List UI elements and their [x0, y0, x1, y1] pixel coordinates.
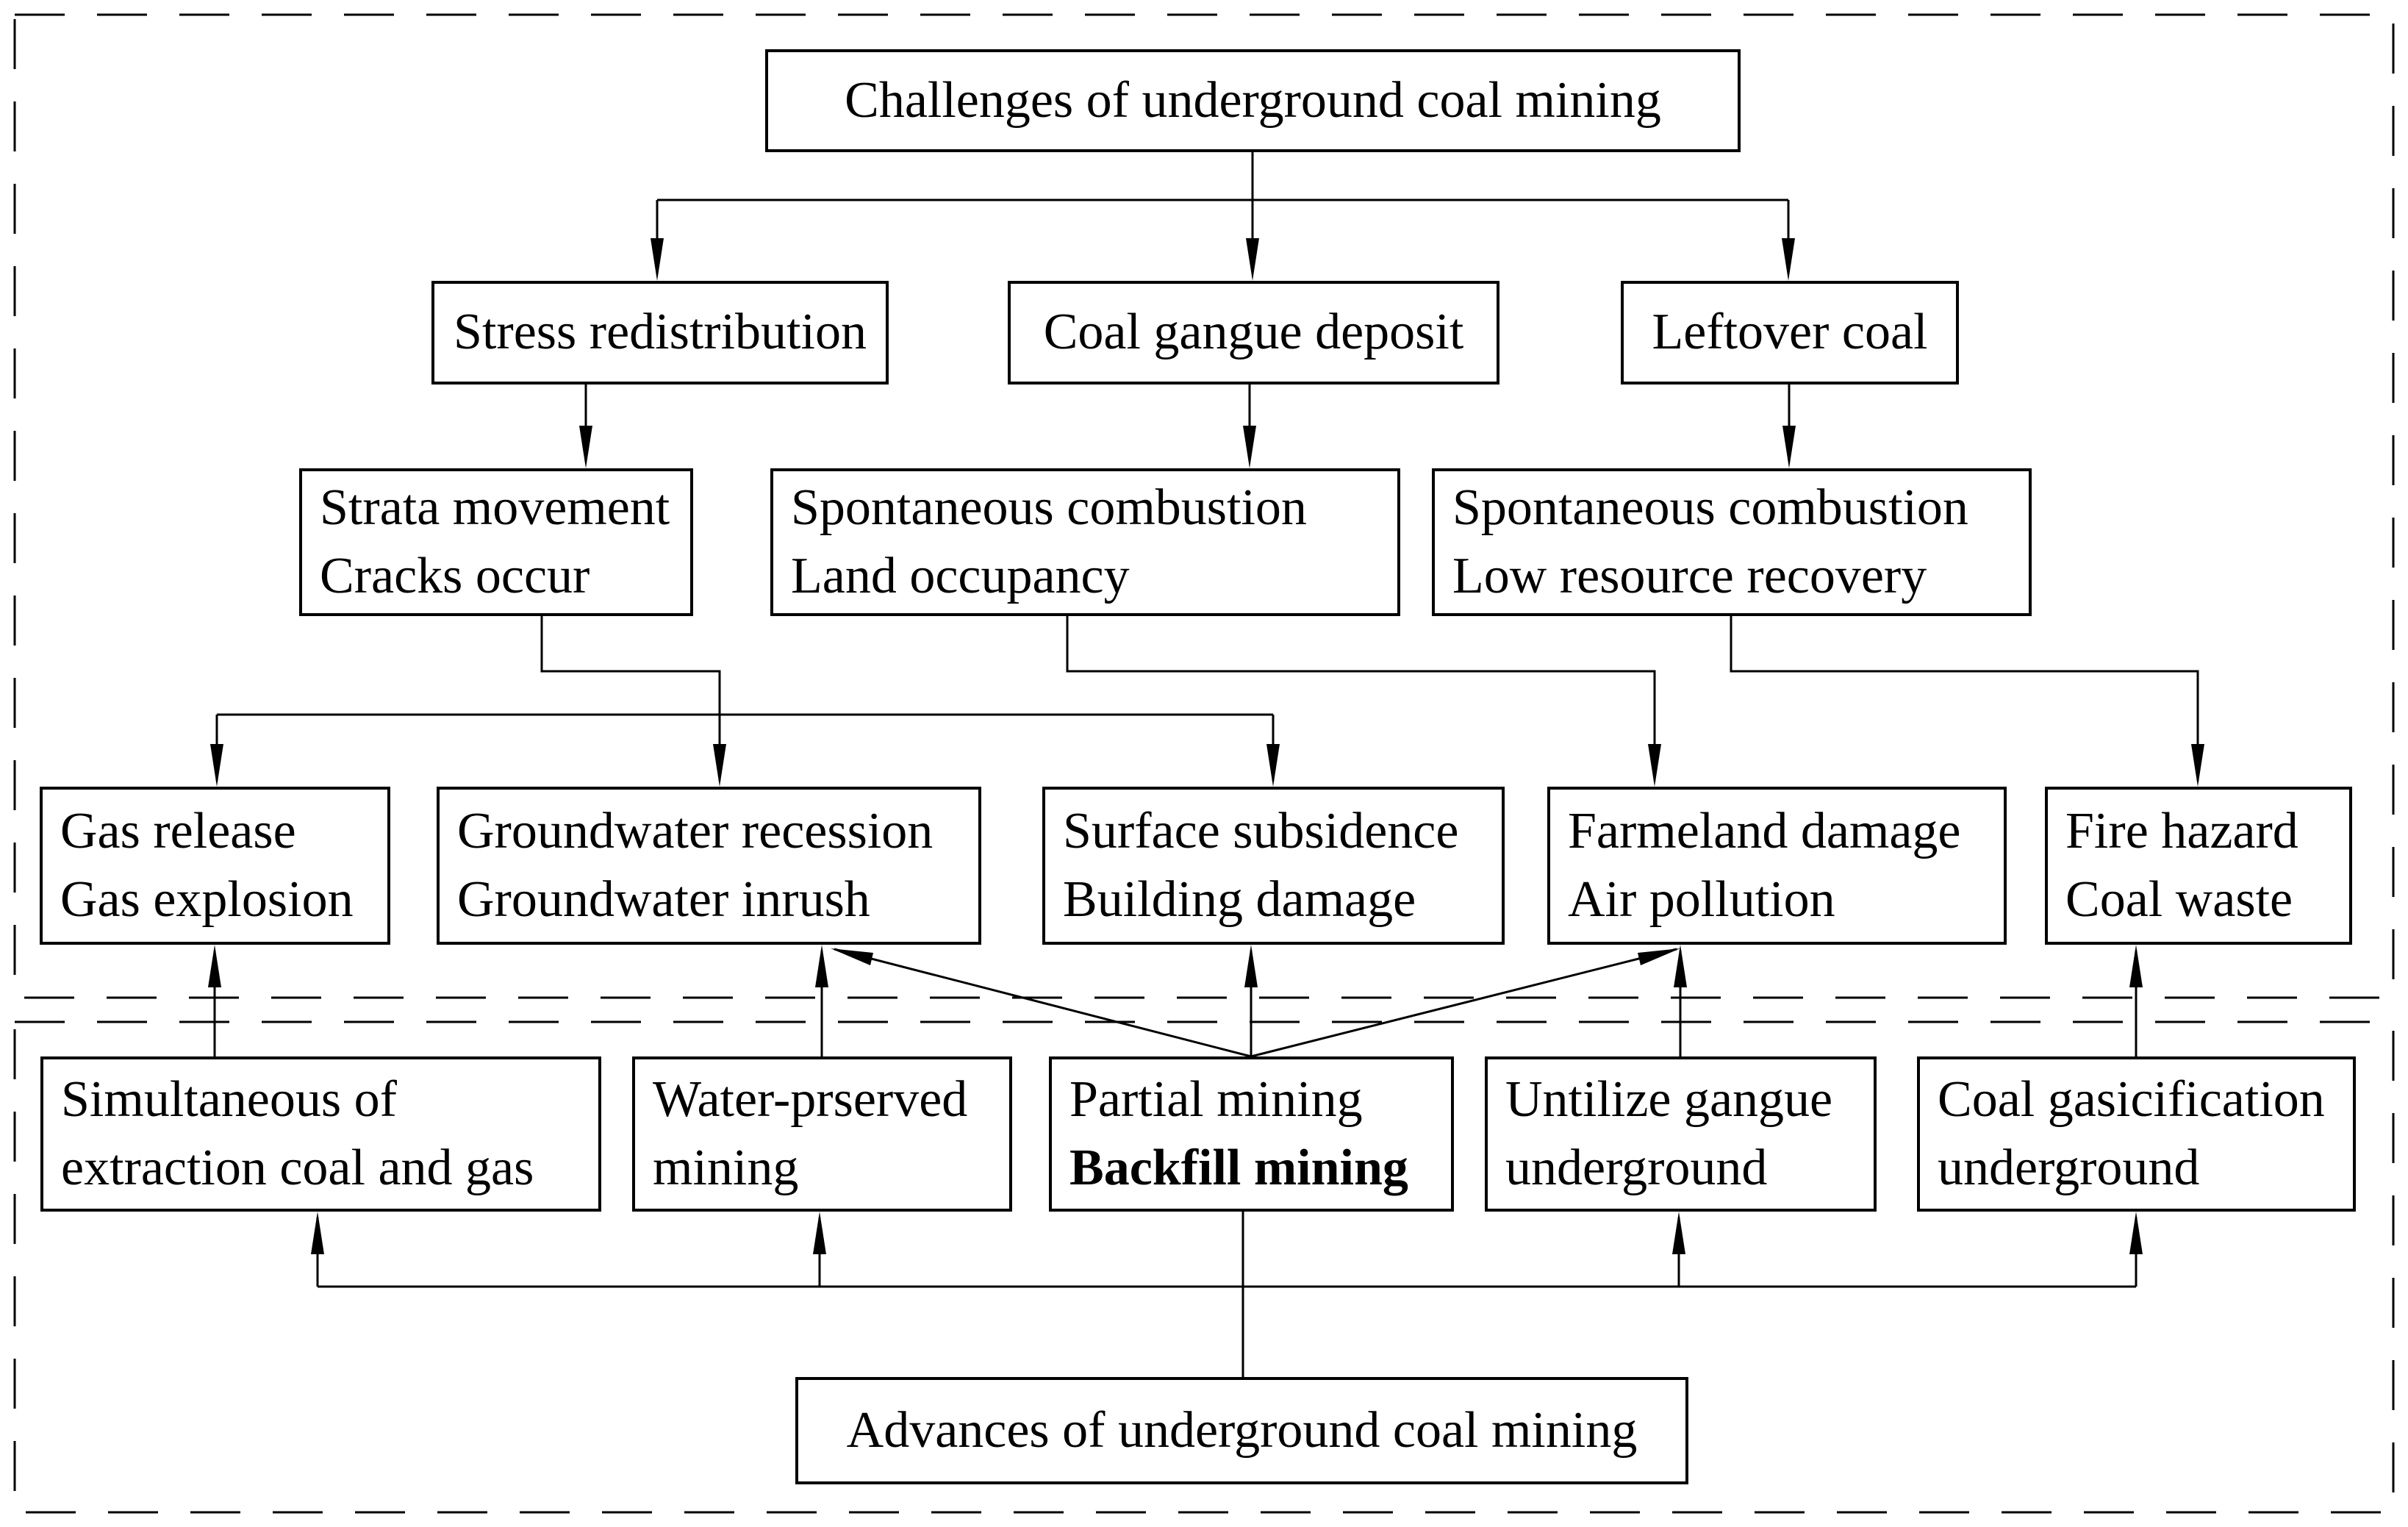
arrow-down-spont-land: [1243, 426, 1256, 468]
arrow-up-diag-farmland: [1638, 948, 1680, 965]
box-farmland-damage: Farmeland damage Air pollution: [1547, 787, 2007, 945]
arrow-up-gas: [208, 945, 221, 987]
box-strata-line2: Cracks occur: [320, 547, 590, 604]
box-fire-line1: Fire hazard: [2065, 803, 2298, 860]
connector-partial-groundwater: [834, 948, 1252, 1058]
box-gasification-line2: underground: [1938, 1139, 2200, 1196]
box-groundwater: Groundwater recession Groundwater inrush: [437, 787, 981, 945]
arrow-up-farmland: [1674, 945, 1687, 987]
box-subsidence-line1: Surface subsidence: [1063, 803, 1459, 860]
box-leftover-label: Leftover coal: [1652, 304, 1928, 361]
arrow-down-gas: [210, 744, 223, 787]
arrow-down-leftover: [1782, 238, 1795, 281]
arrow-down-farmland: [1648, 744, 1661, 787]
box-gas-release: Gas release Gas explosion: [40, 787, 390, 945]
box-untilize-gangue: Untilize gangue underground: [1485, 1056, 1877, 1212]
box-spont-low-line2: Low resource recovery: [1452, 547, 1927, 604]
box-partial-line2: Backfill mining: [1069, 1139, 1408, 1196]
arrow-up-gasification: [2129, 1212, 2143, 1254]
box-untilize-line2: underground: [1505, 1139, 1768, 1196]
box-leftover-coal: Leftover coal: [1621, 281, 1959, 385]
box-subsidence-line2: Building damage: [1063, 870, 1416, 928]
box-groundwater-line1: Groundwater recession: [457, 803, 934, 860]
challenges-region-border: [13, 13, 2395, 999]
box-stress-redistribution: Stress redistribution: [431, 281, 889, 385]
box-gangue-label: Coal gangue deposit: [1043, 304, 1464, 361]
arrow-down-strata: [579, 426, 592, 468]
box-spontaneous-land: Spontaneous combustion Land occupancy: [770, 468, 1400, 616]
connector-land-farmland: [1066, 616, 1656, 781]
box-stress-label: Stress redistribution: [454, 304, 867, 361]
box-strata-movement: Strata movement Cracks occur: [299, 468, 693, 616]
arrow-up-simultaneous: [311, 1212, 324, 1254]
arrow-down-spont-low: [1782, 426, 1796, 468]
box-gas-line2: Gas explosion: [60, 870, 354, 928]
arrow-up-subsidence: [1244, 945, 1258, 987]
connector-partial-farmland: [1250, 948, 1677, 1058]
box-farmland-line1: Farmeland damage: [1568, 803, 1961, 860]
box-surface-subsidence: Surface subsidence Building damage: [1042, 787, 1505, 945]
advances-region-border: [13, 1020, 2395, 1514]
box-water-line1: Water-prserved: [653, 1071, 968, 1129]
box-challenges-label: Challenges of underground coal mining: [845, 71, 1661, 129]
box-partial-backfill-mining: Partial mining Backfill mining: [1049, 1056, 1454, 1212]
box-simultaneous-line2: extraction coal and gas: [61, 1139, 534, 1196]
arrow-up-groundwater: [815, 945, 828, 987]
box-gas-line1: Gas release: [60, 803, 296, 860]
connector-low-fire: [1730, 616, 2199, 781]
box-fire-hazard: Fire hazard Coal waste: [2045, 787, 2352, 945]
box-fire-line2: Coal waste: [2065, 870, 2293, 928]
box-spont-land-line1: Spontaneous combustion: [791, 479, 1307, 537]
arrow-up-untilize: [1672, 1212, 1685, 1254]
arrow-down-stress: [651, 238, 664, 281]
box-strata-line1: Strata movement: [320, 479, 670, 537]
box-coal-gasification: Coal gasicification underground: [1917, 1056, 2356, 1212]
arrow-up-diag-groundwater: [831, 948, 873, 965]
box-farmland-line2: Air pollution: [1568, 870, 1835, 928]
arrow-up-fire: [2129, 945, 2143, 987]
box-advances-label: Advances of underground coal mining: [846, 1401, 1638, 1459]
arrow-down-subsidence: [1266, 744, 1280, 787]
arrow-down-fire: [2191, 744, 2204, 787]
box-advances: Advances of underground coal mining: [795, 1377, 1688, 1484]
box-challenges: Challenges of underground coal mining: [765, 49, 1741, 152]
box-partial-line1: Partial mining: [1069, 1071, 1363, 1129]
arrow-down-groundwater: [713, 744, 726, 787]
box-coal-gangue-deposit: Coal gangue deposit: [1008, 281, 1499, 385]
box-spont-low-line1: Spontaneous combustion: [1452, 479, 1968, 537]
box-groundwater-line2: Groundwater inrush: [457, 870, 870, 928]
arrowheads: [208, 238, 2204, 1254]
box-gasification-line1: Coal gasicification: [1938, 1071, 2325, 1129]
box-simultaneous-line1: Simultaneous of: [61, 1071, 397, 1129]
arrow-up-water: [813, 1212, 826, 1254]
box-spont-land-line2: Land occupancy: [791, 547, 1130, 604]
box-water-preserved-mining: Water-prserved mining: [632, 1056, 1012, 1212]
box-spontaneous-low-recovery: Spontaneous combustion Low resource reco…: [1432, 468, 2032, 616]
box-untilize-line1: Untilize gangue: [1505, 1071, 1833, 1129]
box-simultaneous-extraction: Simultaneous of extraction coal and gas: [40, 1056, 601, 1212]
box-water-line2: mining: [653, 1139, 799, 1196]
arrow-down-gangue: [1246, 238, 1259, 281]
connector-strata-jog: [540, 616, 721, 781]
